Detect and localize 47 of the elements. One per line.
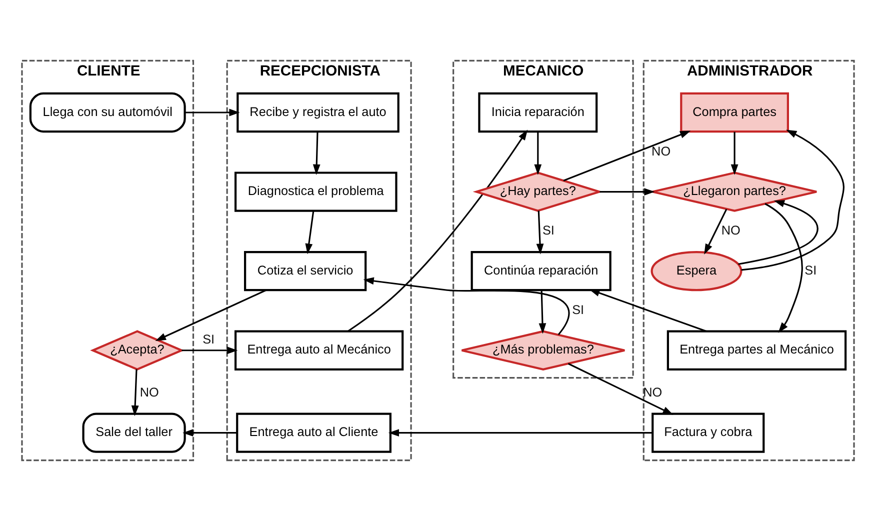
node-diamond: ¿Más problemas? [460, 330, 626, 370]
edge-label: NO [642, 384, 662, 399]
arrow [704, 208, 727, 254]
arrow [154, 289, 266, 340]
arrow [538, 290, 546, 334]
edge-label: SI [542, 223, 554, 238]
node-diamond: ¿Hay partes? [472, 171, 602, 212]
arrow [347, 129, 528, 332]
edge-label: NO [651, 144, 670, 158]
node-ellipse: Espera [650, 250, 742, 291]
node-box: Entrega auto al Cliente [236, 412, 391, 452]
arrow [588, 288, 706, 332]
arrow [130, 368, 138, 416]
arrow [181, 346, 238, 354]
arrow [362, 276, 570, 335]
node-box: Recibe y registra el auto [236, 92, 399, 132]
arrow [304, 210, 314, 254]
node-diamond: ¿Llegaron partes? [650, 171, 818, 212]
arrow [534, 131, 542, 174]
arrow [730, 131, 738, 174]
arrow [567, 362, 673, 414]
edge-label: SI [202, 332, 214, 346]
arrow [536, 210, 544, 254]
arrow [562, 130, 690, 181]
node-box: Entrega partes al Mecánico [666, 330, 846, 370]
arrow [599, 188, 654, 195]
node-box: Factura y cobra [651, 412, 764, 452]
node-box: Diagnostica el problema [234, 171, 397, 212]
arrow [764, 202, 802, 332]
node-box: Sale del taller [82, 412, 186, 452]
arrow [738, 200, 818, 264]
arrow [184, 108, 240, 116]
edge-label: NO [720, 223, 740, 238]
node-box: Llega con su automóvil [28, 92, 186, 132]
node-box: Cotiza el servicio [244, 250, 366, 291]
edge-label: SI [804, 262, 816, 277]
arrow [312, 131, 320, 174]
node-box: Compra partes [680, 92, 788, 132]
edge-label: NO [139, 384, 158, 399]
edge-label: SI [572, 302, 584, 316]
arrow [740, 129, 844, 270]
node-box: Continúa reparación [470, 250, 611, 291]
node-box: Inicia reparación [478, 92, 598, 132]
node-box: Entrega auto al Mecánico [234, 330, 404, 370]
node-diamond: ¿Acepta? [90, 330, 184, 370]
arrow [182, 428, 236, 436]
arrow [388, 428, 652, 436]
